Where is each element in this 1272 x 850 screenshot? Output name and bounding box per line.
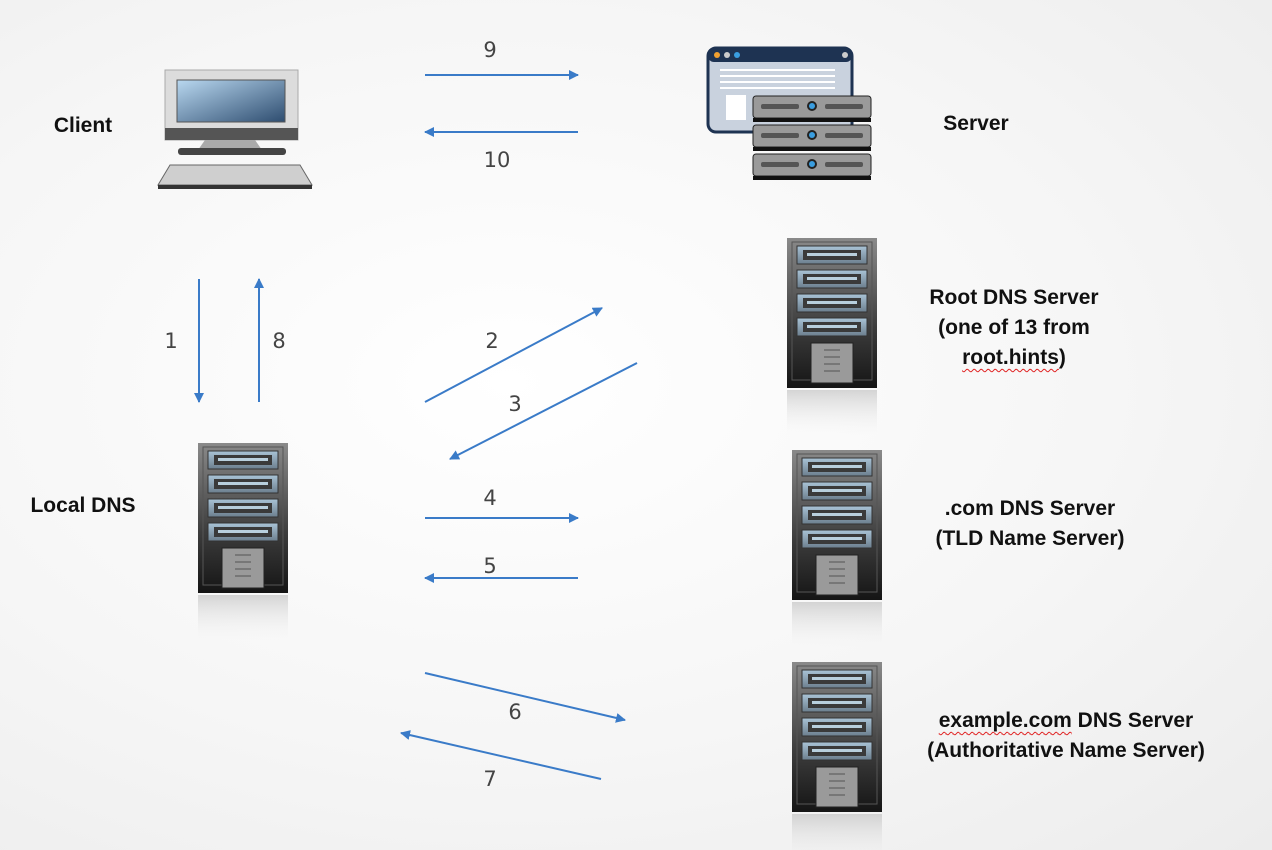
- arrow-step-6: [424, 672, 626, 723]
- step-label-1: 1: [164, 329, 178, 353]
- root-line3-tail: ): [1058, 346, 1066, 369]
- client-label: Client: [53, 114, 113, 137]
- local-dns-label: Local DNS: [30, 494, 136, 517]
- arrow-step-2: [424, 307, 603, 403]
- server-label: Server: [943, 112, 1009, 135]
- step-label-8: 8: [272, 329, 286, 353]
- auth-dns-label: example.com DNS Server (Authoritative Na…: [927, 706, 1205, 766]
- root-line1: Root DNS Server: [929, 286, 1099, 309]
- auth-line1: example.com DNS Server: [927, 706, 1205, 736]
- step-label-2: 2: [485, 329, 499, 353]
- local-dns-server-icon: [197, 442, 289, 641]
- step-label-3: 3: [508, 392, 522, 416]
- step-label-7: 7: [483, 767, 497, 791]
- step-label-6: 6: [508, 700, 522, 724]
- auth-line1-tail: DNS Server: [1071, 709, 1194, 732]
- root-line2: (one of 13 from: [938, 316, 1090, 339]
- arrow-step-3: [449, 362, 638, 460]
- root-dns-server-icon: [786, 237, 878, 436]
- root-hints-word: root.hints: [962, 346, 1059, 369]
- authoritative-dns-server-icon: [791, 661, 883, 850]
- step-label-4: 4: [483, 486, 497, 510]
- client-computer-icon: [157, 69, 313, 189]
- step-label-5: 5: [483, 554, 497, 578]
- arrow-step-7: [400, 730, 602, 780]
- tld-dns-label: .com DNS Server (TLD Name Server): [935, 494, 1124, 554]
- example-com-word: example.com: [938, 709, 1072, 732]
- step-label-9: 9: [483, 38, 497, 62]
- step-label-10: 10: [483, 148, 511, 172]
- tld-line2: (TLD Name Server): [935, 527, 1125, 550]
- auth-line2: (Authoritative Name Server): [927, 739, 1205, 762]
- root-line3: root.hints): [929, 343, 1098, 373]
- tld-line1: .com DNS Server: [944, 497, 1116, 520]
- web-server-icon: [706, 46, 872, 181]
- root-dns-label: Root DNS Server (one of 13 from root.hin…: [929, 283, 1098, 373]
- tld-dns-server-icon: [791, 449, 883, 648]
